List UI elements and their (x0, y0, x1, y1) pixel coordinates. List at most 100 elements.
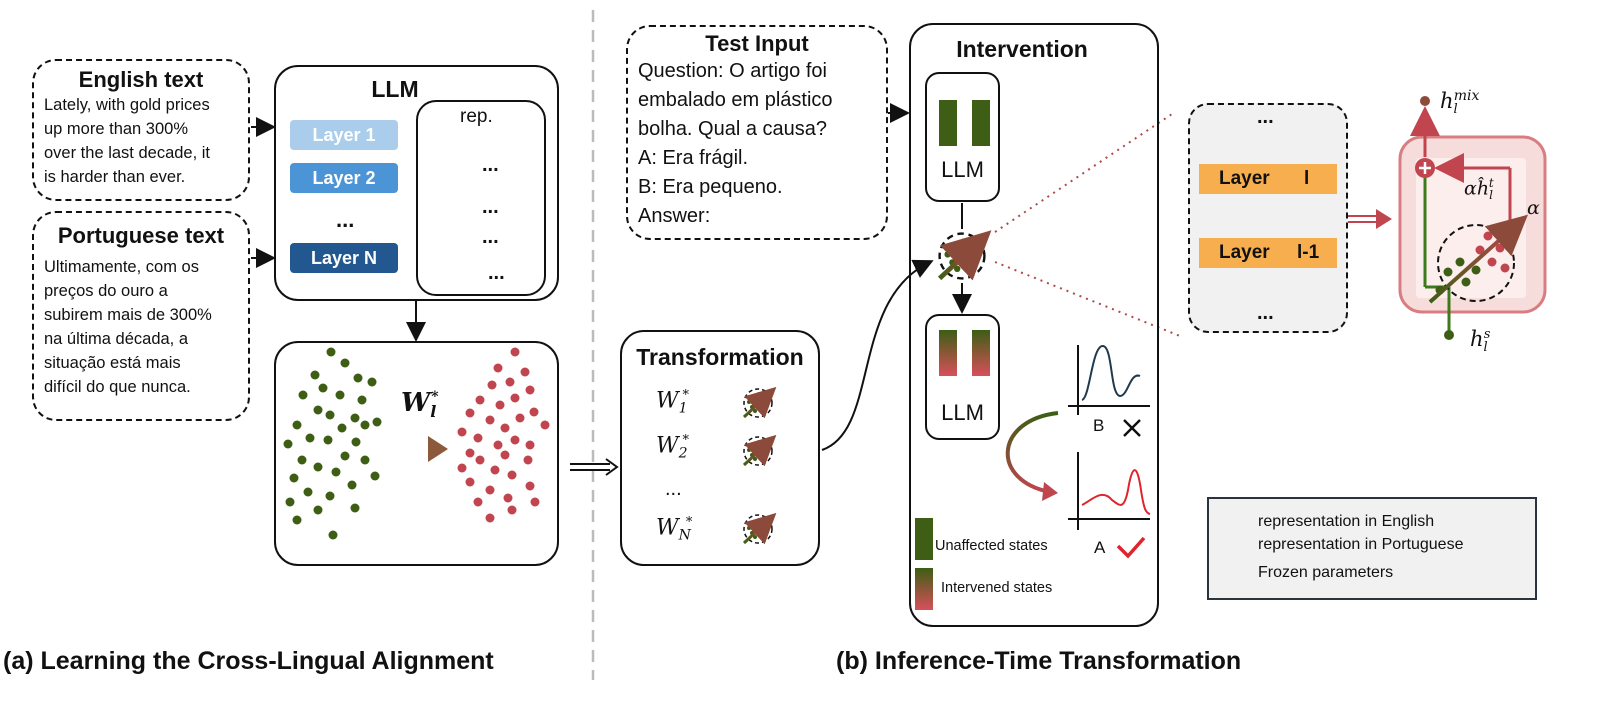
wrong-mark (1123, 419, 1141, 437)
transformation-w1: W1* (656, 388, 690, 417)
alignment-box (274, 341, 559, 566)
red-dot (465, 408, 475, 418)
green-dot (313, 462, 323, 472)
red-dot (485, 415, 495, 425)
layer-l-block: Layer l (1199, 164, 1337, 194)
portuguese-line: subirem mais de 300% (44, 306, 212, 324)
legend-english-label: representation in English (1258, 513, 1435, 530)
english-line: is harder than ever. (44, 168, 186, 186)
green-dot (1471, 265, 1481, 275)
green-dot (1443, 267, 1453, 277)
llm-bottom-label: LLM (941, 400, 984, 425)
english-line: up more than 300% (44, 120, 189, 138)
zoom-line-bottom (994, 261, 1181, 337)
portuguese-line: preços do ouro a (44, 282, 168, 300)
layer-l-minus-1-block: Layer l-1 (1199, 238, 1337, 268)
legend-intervened-label: Intervened states (941, 580, 1053, 596)
h-s-label: hls (1470, 327, 1491, 356)
english-text-title: English text (78, 67, 204, 92)
english-line: over the last decade, it (44, 144, 211, 162)
red-dot (473, 497, 483, 507)
red-dot (473, 433, 483, 443)
rep-label: rep. (460, 106, 493, 127)
green-dot (351, 437, 361, 447)
llm-bottom-bar-left (939, 330, 957, 376)
red-dot (520, 367, 530, 377)
red-dot (529, 407, 539, 417)
legend-box (1207, 497, 1537, 600)
portuguese-line: Ultimamente, com os (44, 258, 199, 276)
green-dot (331, 467, 341, 477)
transformation-box (620, 330, 820, 566)
red-dot (493, 363, 503, 373)
intervention-title: Intervention (956, 36, 1088, 62)
rep-box (416, 100, 546, 296)
red-dot (1500, 263, 1510, 273)
caption-b: (b) Inference-Time Transformation (836, 647, 1242, 675)
zoom-layers-box (1188, 103, 1348, 333)
green-dot (318, 383, 328, 393)
alignment-arrowhead (428, 436, 448, 462)
mini-scatter-icon-2 (742, 434, 777, 467)
red-dot (1487, 257, 1497, 267)
alpha-label: α (1527, 197, 1540, 219)
portuguese-line: difícil do que nunca. (44, 378, 191, 396)
test-input-line: bolha. Qual a causa? (638, 118, 828, 140)
red-dot (530, 497, 540, 507)
green-dot (357, 395, 367, 405)
intervention-scatter-icon (937, 230, 992, 281)
layer-ellipsis: ... (336, 207, 355, 232)
red-dot (485, 485, 495, 495)
rep-ellipsis-4: ... (488, 262, 505, 284)
transformation-wn: WN* (656, 515, 693, 544)
green-dot (337, 423, 347, 433)
red-dot (495, 400, 505, 410)
green-dot (289, 473, 299, 483)
test-input-title: Test Input (705, 31, 809, 56)
caption-a: (a) Learning the Cross-Lingual Alignment (3, 647, 494, 675)
portuguese-text-box: Portuguese text Ultimamente, com os preç… (32, 211, 250, 421)
english-line: Lately, with gold prices (44, 96, 210, 114)
layer-1-block: Layer 1 (290, 120, 398, 150)
green-dot (285, 497, 295, 507)
green-dot (1461, 277, 1471, 287)
portuguese-text-body: Ultimamente, com os preços do ouro a sub… (44, 255, 238, 399)
green-dot (305, 433, 315, 443)
alpha-h-label: αĥlt (1464, 176, 1494, 203)
double-arrow-to-transformation (570, 458, 619, 476)
red-dot (515, 413, 525, 423)
layer-n-block: Layer N (290, 243, 398, 273)
red-dot (457, 463, 467, 473)
alignment-weight: Wl* (401, 388, 439, 422)
test-input-line: A: Era frágil. (638, 147, 749, 169)
test-input-box: Test Input Question: O artigo foi embala… (626, 25, 888, 240)
green-dot (310, 370, 320, 380)
test-input-line: embalado em plástico (638, 89, 833, 111)
green-dot (283, 439, 293, 449)
h-s-point (1444, 330, 1454, 340)
english-text-box: English text Lately, with gold prices up… (32, 59, 250, 201)
mini-scatter-icon-1 (742, 386, 777, 419)
red-dot (465, 448, 475, 458)
llm-top-box (925, 72, 1000, 202)
curve-b-to-a (1005, 411, 1059, 494)
red-dot (507, 505, 517, 515)
transformation-title: Transformation (636, 344, 804, 370)
transformation-w2: W2* (656, 433, 690, 462)
green-dot (292, 515, 302, 525)
rep-ellipsis-2: ... (482, 196, 499, 218)
red-dot (1475, 245, 1485, 255)
correct-mark (1116, 536, 1146, 559)
red-dot (507, 470, 517, 480)
red-dot (485, 513, 495, 523)
green-dot (325, 491, 335, 501)
green-dot (292, 420, 302, 430)
portuguese-line: na última década, a (44, 330, 189, 348)
test-input-line: Question: O artigo foi (638, 60, 827, 82)
llm-title: LLM (371, 76, 419, 102)
portuguese-line: situação está mais (44, 354, 181, 372)
green-dot (325, 410, 335, 420)
green-dot (340, 358, 350, 368)
red-dot (475, 395, 485, 405)
legend-unaffected-label: Unaffected states (935, 538, 1048, 554)
